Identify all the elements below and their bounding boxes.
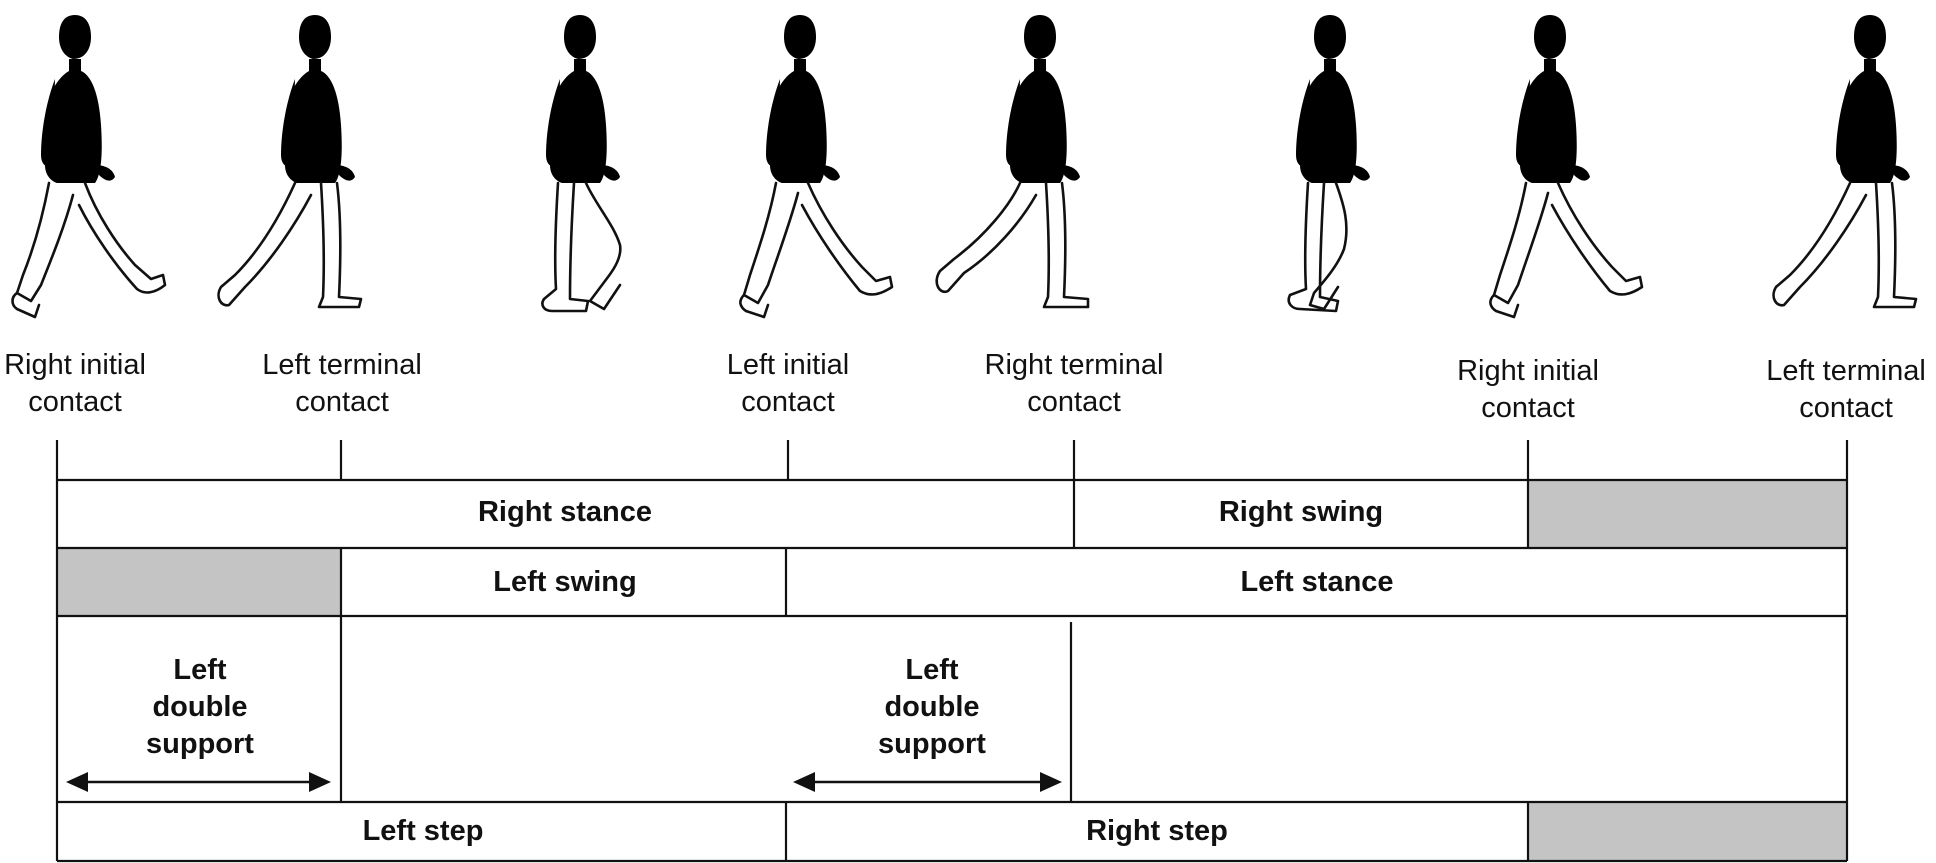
phase-left-stance: Left stance: [1240, 566, 1393, 598]
double-support-label-2: Left double support: [878, 654, 986, 760]
event-left-terminal-contact-1: Left terminal contact: [262, 349, 422, 418]
walker-figure-3: [541, 15, 622, 313]
phase-right-step: Right step: [1086, 815, 1228, 847]
phase-left-swing: Left swing: [493, 566, 636, 598]
shaded-cell-left-row: [57, 548, 341, 616]
event-left-terminal-contact-2: Left terminal contact: [1766, 355, 1926, 424]
shaded-cell-step-row: [1528, 802, 1847, 861]
walker-figure-1: [11, 15, 167, 319]
shaded-cell-right-row: [1528, 480, 1847, 548]
walker-figure-2: [217, 15, 363, 309]
walker-figure-4: [739, 15, 894, 319]
phase-right-stance: Right stance: [478, 496, 652, 528]
walker-figure-5: [935, 15, 1090, 309]
event-left-initial-contact: Left initial contact: [726, 349, 850, 418]
double-support-label-1: Left double support: [146, 654, 254, 760]
walker-figure-6: [1287, 15, 1370, 313]
phase-right-swing: Right swing: [1219, 496, 1383, 528]
event-right-initial-contact-2: Right initial contact: [1457, 355, 1599, 424]
walking-figures-row: [11, 15, 1918, 319]
double-support-arrow-1: [66, 772, 331, 792]
walker-figure-8: [1772, 15, 1918, 309]
phase-left-step: Left step: [363, 815, 484, 847]
double-support-arrow-2: [793, 772, 1062, 792]
walker-figure-7: [1489, 15, 1644, 319]
event-right-terminal-contact: Right terminal contact: [984, 349, 1164, 418]
event-right-initial-contact-1: Right initial contact: [4, 349, 146, 418]
